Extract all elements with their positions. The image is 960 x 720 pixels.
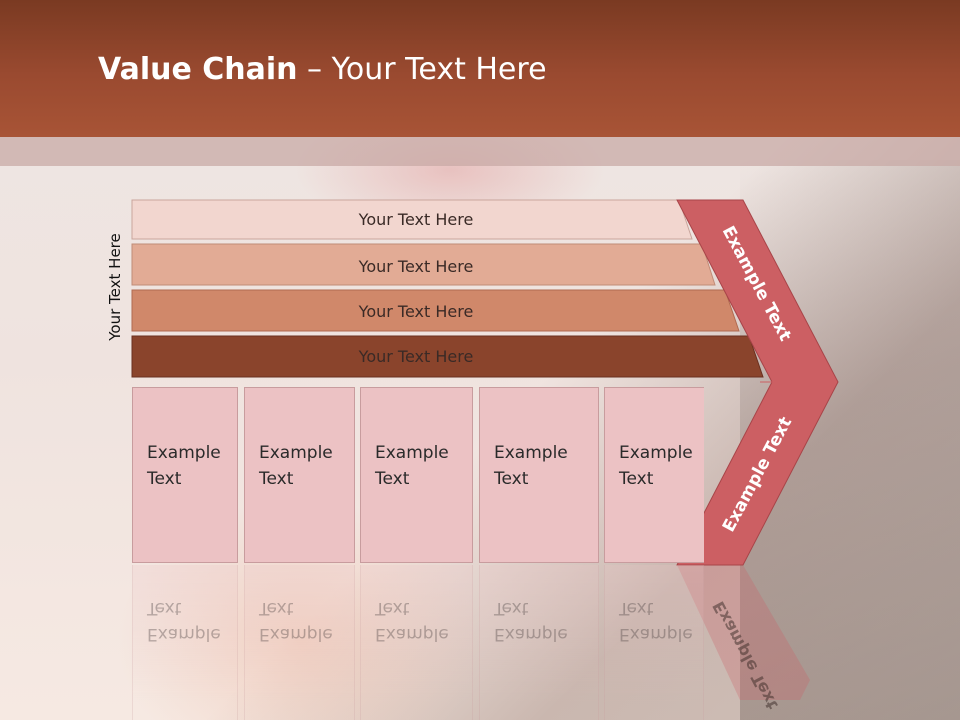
title-rest: – Your Text Here: [297, 52, 547, 87]
bar-2[interactable]: [131, 243, 716, 286]
bar-2-label: Your Text Here: [358, 257, 474, 276]
bar-4-label: Your Text Here: [358, 347, 474, 366]
title-bold: Value Chain: [98, 52, 298, 87]
bar-3[interactable]: [131, 289, 740, 332]
bar-1-label: Your Text Here: [358, 210, 474, 229]
page-title: Value Chain – Your Text Here: [98, 52, 547, 87]
bar-3-label: Your Text Here: [358, 302, 474, 321]
bar-1[interactable]: [131, 199, 693, 240]
bar-4[interactable]: [131, 335, 764, 378]
header-band: [0, 137, 960, 166]
arrow-reflection: [677, 565, 810, 700]
header-bar: [0, 0, 960, 137]
